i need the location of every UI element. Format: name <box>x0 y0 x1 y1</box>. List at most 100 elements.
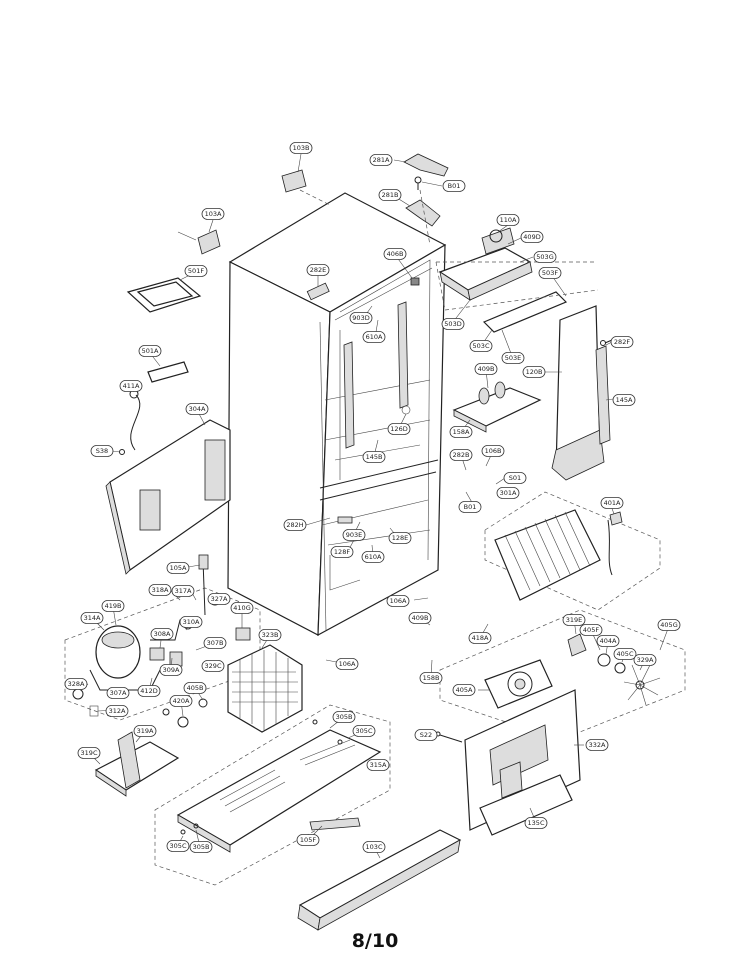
svg-text:106A: 106A <box>390 597 407 605</box>
svg-text:319A: 319A <box>137 727 154 735</box>
part-label: 106A <box>386 595 410 607</box>
part-label: 158A <box>449 426 473 438</box>
control-assembly <box>435 227 613 481</box>
svg-text:401A: 401A <box>604 499 621 507</box>
part-label: 103B <box>289 142 313 154</box>
svg-text:B01: B01 <box>464 503 477 511</box>
part-label: 501F <box>184 265 208 277</box>
svg-text:308A: 308A <box>154 630 171 638</box>
svg-text:158B: 158B <box>423 674 440 682</box>
part-label: 319E <box>562 614 586 626</box>
part-label: 105A <box>166 562 190 574</box>
part-label: 120B <box>522 366 546 378</box>
part-label: 309A <box>159 664 183 676</box>
svg-text:305C: 305C <box>170 842 187 850</box>
svg-text:327A: 327A <box>211 595 228 603</box>
svg-text:418A: 418A <box>472 634 489 642</box>
part-label: 105F <box>296 834 320 846</box>
svg-text:404A: 404A <box>600 637 617 645</box>
svg-text:406B: 406B <box>387 250 404 258</box>
svg-text:281B: 281B <box>382 191 399 199</box>
part-label: 145B <box>362 451 386 463</box>
part-label: 307B <box>203 637 227 649</box>
svg-text:501F: 501F <box>188 267 204 275</box>
svg-text:903D: 903D <box>352 314 369 322</box>
part-label: 282E <box>306 264 330 276</box>
part-label: S38 <box>90 445 114 457</box>
svg-text:S38: S38 <box>96 447 108 455</box>
part-label: 503G <box>533 251 557 263</box>
svg-text:307A: 307A <box>110 689 127 697</box>
part-label: 158B <box>419 672 443 684</box>
svg-text:282B: 282B <box>453 451 470 459</box>
part-label: 317A <box>171 585 195 597</box>
svg-text:503F: 503F <box>542 269 558 277</box>
part-label: 305C <box>166 840 190 852</box>
svg-text:501A: 501A <box>142 347 159 355</box>
part-label: 903E <box>342 529 366 541</box>
part-label: 135C <box>524 817 548 829</box>
svg-text:128E: 128E <box>392 534 409 542</box>
part-label: 282B <box>449 449 473 461</box>
part-label: 110A <box>496 214 520 226</box>
machine-room <box>64 554 303 797</box>
part-label: 282F <box>610 336 634 348</box>
part-label: 281B <box>378 189 402 201</box>
svg-text:409D: 409D <box>523 233 540 241</box>
svg-text:503E: 503E <box>505 354 522 362</box>
svg-text:332A: 332A <box>589 741 606 749</box>
svg-text:106B: 106B <box>485 447 502 455</box>
svg-text:405B: 405B <box>187 684 204 692</box>
part-label: 405C <box>613 648 637 660</box>
part-label: 503D <box>441 318 465 330</box>
svg-text:301A: 301A <box>500 489 517 497</box>
part-label: 418A <box>468 632 492 644</box>
svg-text:145B: 145B <box>366 453 383 461</box>
part-label: 405G <box>657 619 681 631</box>
part-label: 405F <box>579 624 603 636</box>
svg-text:409B: 409B <box>478 365 495 373</box>
svg-text:317A: 317A <box>175 587 192 595</box>
svg-text:405A: 405A <box>456 686 473 694</box>
svg-text:305B: 305B <box>193 843 210 851</box>
left-back-panel <box>105 361 231 575</box>
part-label: 501A <box>138 345 162 357</box>
part-label: 610A <box>362 331 386 343</box>
svg-text:405C: 405C <box>617 650 634 658</box>
part-label: 315A <box>366 759 390 771</box>
part-label: B01 <box>458 501 482 513</box>
part-label: 332A <box>585 739 609 751</box>
svg-text:405G: 405G <box>660 621 677 629</box>
svg-text:103B: 103B <box>293 144 310 152</box>
svg-text:323B: 323B <box>262 631 279 639</box>
part-label: 304A <box>185 403 209 415</box>
svg-text:319E: 319E <box>566 616 583 624</box>
svg-text:126D: 126D <box>390 425 407 433</box>
part-label: 401A <box>600 497 624 509</box>
svg-text:503C: 503C <box>473 342 490 350</box>
part-label: 409B <box>408 612 432 624</box>
part-label: 503C <box>469 340 493 352</box>
svg-text:411A: 411A <box>123 382 140 390</box>
part-label: 312A <box>105 705 129 717</box>
svg-text:318A: 318A <box>152 586 169 594</box>
part-label: 903D <box>349 312 373 324</box>
part-label: 314A <box>80 612 104 624</box>
svg-text:128F: 128F <box>334 548 350 556</box>
svg-text:329A: 329A <box>637 656 654 664</box>
part-label: 145A <box>612 394 636 406</box>
svg-text:307B: 307B <box>207 639 224 647</box>
part-label: 323B <box>258 629 282 641</box>
part-label: 318A <box>148 584 172 596</box>
svg-text:319C: 319C <box>81 749 98 757</box>
part-label: 410G <box>230 602 254 614</box>
svg-text:409B: 409B <box>412 614 429 622</box>
svg-text:304A: 304A <box>189 405 206 413</box>
part-label: 319C <box>77 747 101 759</box>
svg-text:329C: 329C <box>205 662 222 670</box>
svg-text:S22: S22 <box>420 731 432 739</box>
part-label: 106A <box>335 658 359 670</box>
part-label: 128F <box>330 546 354 558</box>
svg-text:282F: 282F <box>614 338 630 346</box>
